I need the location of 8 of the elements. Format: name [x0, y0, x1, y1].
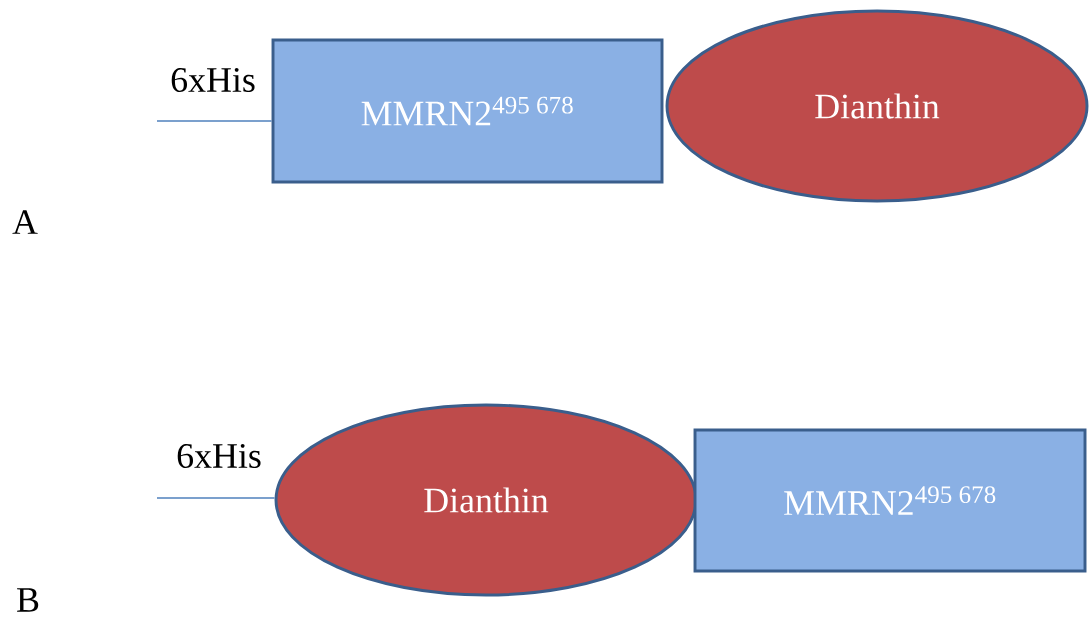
- connector-line: [156, 120, 273, 122]
- connector-line: [156, 497, 276, 499]
- edge-label: 6xHis: [174, 442, 264, 470]
- process-box: MMRN2$^{495 678}$: [271, 38, 664, 184]
- process-box: MMRN2$^{495 678}$: [693, 428, 1087, 573]
- edge-label: 6xHis: [168, 66, 258, 94]
- panel-letter: B: [17, 588, 39, 612]
- panel-letter: A: [12, 210, 38, 234]
